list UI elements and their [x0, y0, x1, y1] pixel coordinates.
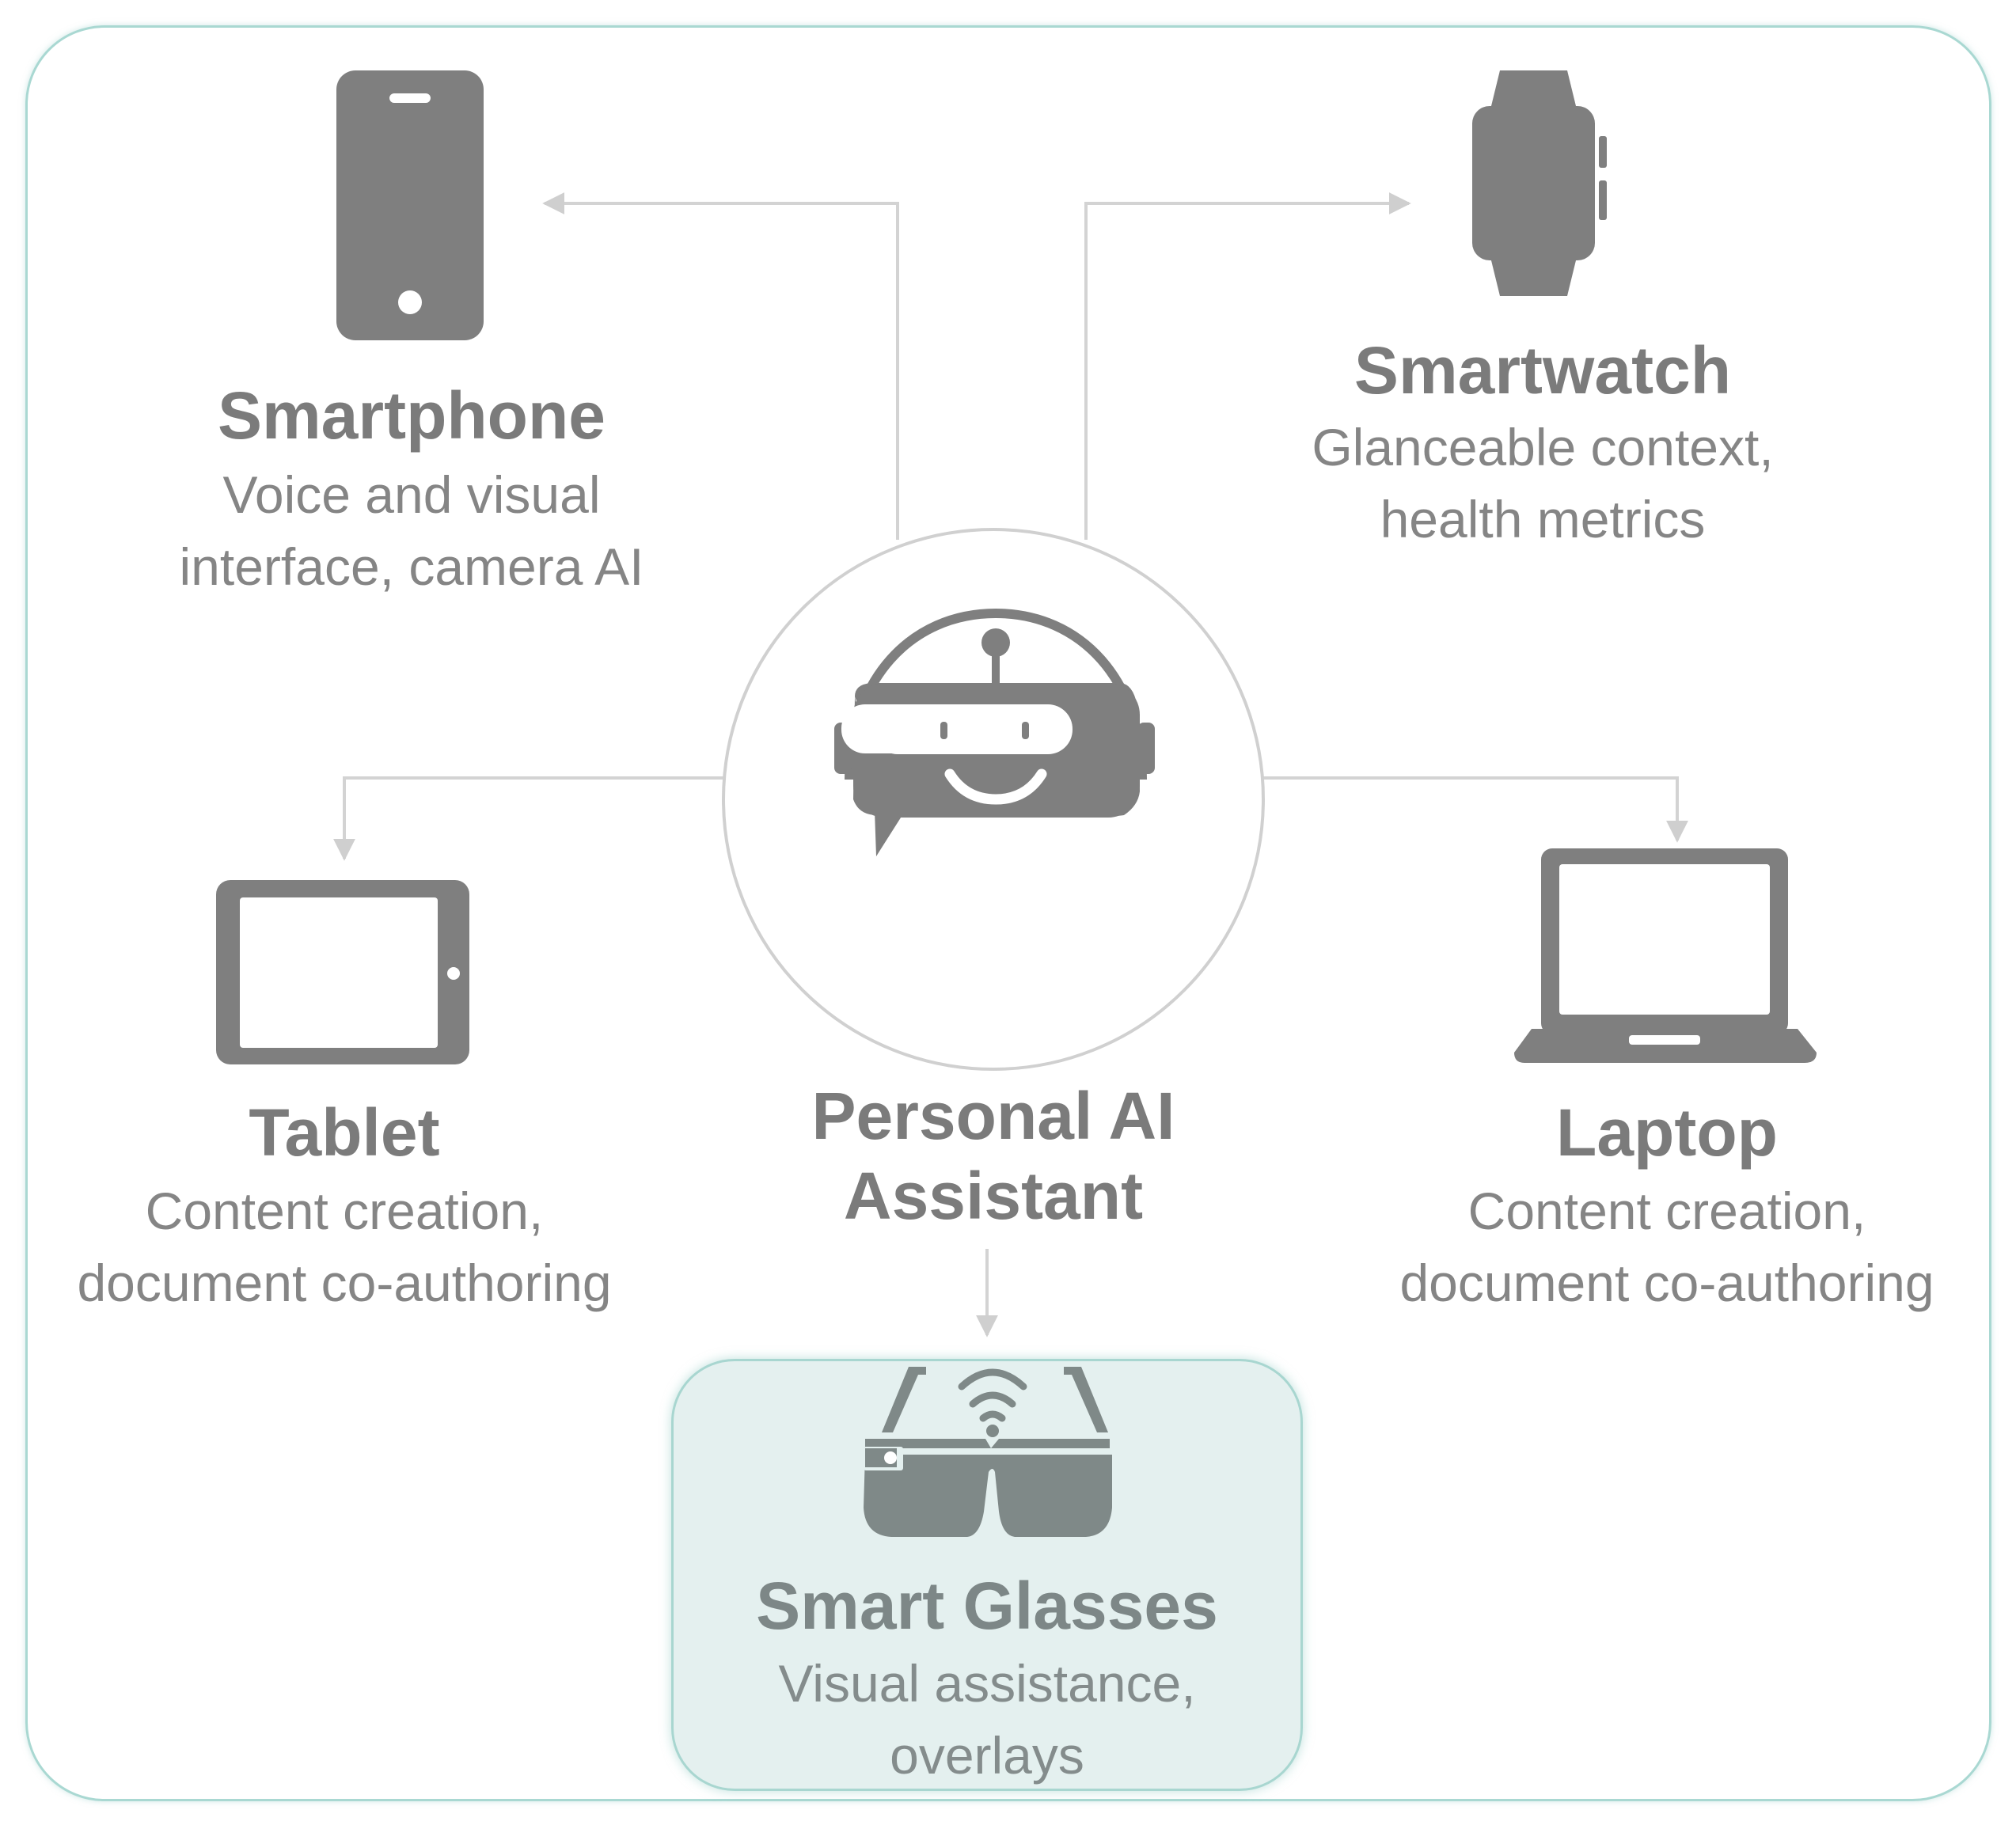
assistant-title: Personal AI Assistant — [811, 1076, 1175, 1236]
tablet-title: Tablet — [249, 1095, 440, 1170]
laptop-description: Content creation, document co-authoring — [1399, 1175, 1934, 1319]
smartphone-desc-line2: interface, camera AI — [179, 537, 644, 597]
tablet-desc-line1: Content creation, — [145, 1182, 544, 1240]
smartwatch-description: Glanceable context, health metrics — [1312, 412, 1773, 556]
connector-smartwatch — [1084, 192, 1411, 540]
smartphone-title: Smartphone — [217, 378, 606, 453]
smartphone-description: Voice and visual interface, camera AI — [180, 459, 644, 603]
laptop-desc-line2: document co-authoring — [1399, 1254, 1934, 1313]
connector-laptop — [1263, 776, 1688, 843]
assistant-title-line2: Assistant — [843, 1158, 1144, 1233]
connector-tablet — [333, 776, 727, 861]
laptop-title: Laptop — [1556, 1095, 1778, 1170]
smart-glasses-title: Smart Glasses — [756, 1569, 1218, 1643]
tablet-description: Content creation, document co-authoring — [77, 1175, 611, 1319]
smart-glasses-desc-line1: Visual assistance, — [778, 1654, 1196, 1713]
smart-glasses-description: Visual assistance, overlays — [778, 1648, 1195, 1792]
smart-glasses-desc-line2: overlays — [890, 1726, 1084, 1785]
connector-smartphone — [542, 192, 899, 540]
tablet-desc-line2: document co-authoring — [77, 1254, 612, 1313]
smartwatch-title: Smartwatch — [1353, 333, 1732, 408]
smartwatch-desc-line2: health metrics — [1380, 490, 1706, 549]
smartphone-desc-line1: Voice and visual — [222, 465, 601, 524]
assistant-title-line1: Personal AI — [811, 1079, 1175, 1153]
smartwatch-desc-line1: Glanceable context, — [1312, 418, 1774, 476]
laptop-desc-line1: Content creation, — [1467, 1182, 1866, 1240]
